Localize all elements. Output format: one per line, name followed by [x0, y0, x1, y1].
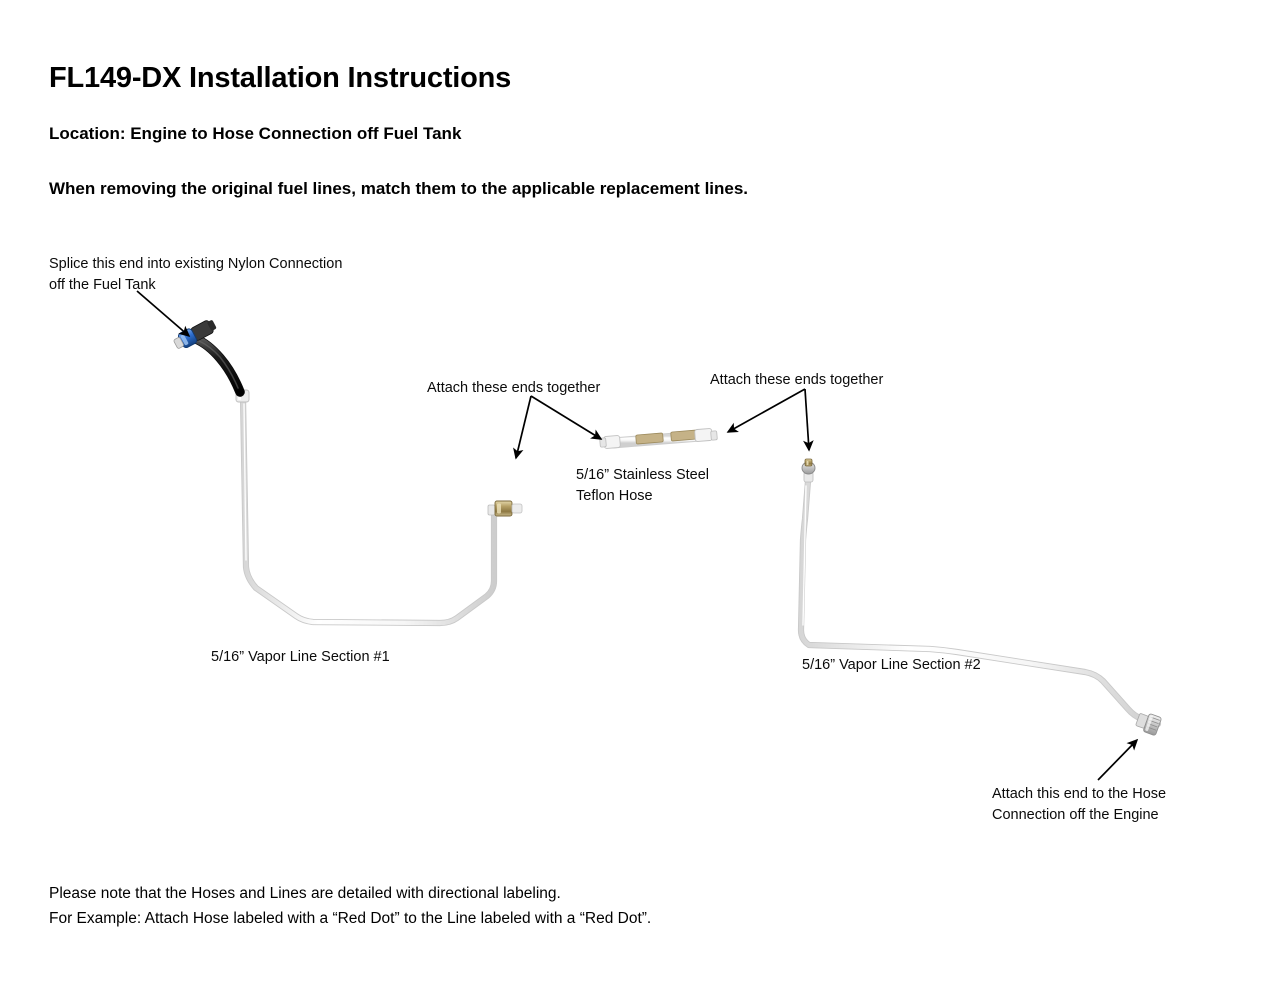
vapor-line-2-highlight	[802, 485, 807, 626]
part-stainless-teflon-hose	[599, 428, 718, 449]
callout-splice-fuel-tank: Splice this end into existing Nylon Conn…	[49, 256, 343, 293]
vapor-line-1-hose-highlight	[198, 340, 239, 389]
vapor-line-2-top-fitting	[801, 458, 816, 483]
vapor-line-1-tube	[240, 395, 497, 626]
footer-note: Please note that the Hoses and Lines are…	[49, 885, 652, 927]
location-heading: Location: Engine to Hose Connection off …	[49, 124, 462, 143]
page-title: FL149-DX Installation Instructions	[49, 62, 512, 94]
arrow-attach-right-to-hose	[726, 388, 806, 433]
part-vapor-line-section-1	[173, 320, 523, 627]
part-vapor-line-section-2	[797, 458, 1162, 736]
arrow-engine-connection	[1097, 738, 1139, 781]
vapor-line-2-engine-fitting	[1135, 713, 1162, 736]
callout-attach-ends-left: Attach these ends together	[427, 380, 601, 396]
label-vapor-line-section-1: 5/16” Vapor Line Section #1	[211, 649, 390, 665]
vapor-line-1-highlight	[243, 403, 247, 561]
callout-attach-ends-right: Attach these ends together	[710, 372, 884, 388]
vapor-line-2-tube	[798, 478, 1161, 727]
arrow-attach-left-to-hose	[530, 395, 603, 440]
teflon-hose-end-right	[694, 428, 718, 442]
arrow-attach-right-to-line2	[803, 388, 814, 452]
arrow-splice-to-connector	[136, 290, 191, 338]
teflon-hose-crimp-left	[635, 432, 664, 445]
vapor-line-1-brass-fitting	[487, 500, 523, 517]
label-stainless-teflon-hose: 5/16” Stainless Steel Teflon Hose	[576, 467, 709, 504]
label-vapor-line-section-2: 5/16” Vapor Line Section #2	[802, 657, 981, 673]
callout-attach-engine: Attach this end to the Hose Connection o…	[992, 786, 1167, 823]
instruction-heading: When removing the original fuel lines, m…	[49, 179, 749, 198]
teflon-hose-end-left	[599, 435, 621, 449]
arrow-attach-left-to-line1	[513, 395, 532, 460]
